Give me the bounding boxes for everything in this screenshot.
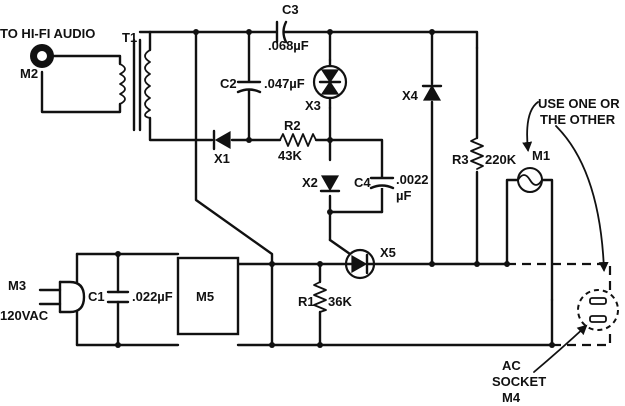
lamp-m1 — [517, 167, 543, 193]
label-t1: T1 — [122, 30, 137, 45]
label-c3: C3 — [282, 2, 299, 17]
label-r1: R1 — [298, 294, 315, 309]
resistor-r3 — [470, 137, 484, 170]
ac-socket-m4 — [577, 289, 619, 331]
label-to-hifi: TO HI-FI AUDIO — [0, 26, 95, 41]
socket-wire-bottom — [552, 330, 612, 347]
label-c4: C4 — [354, 175, 371, 190]
label-r1-value: 36K — [328, 294, 352, 309]
label-ac-line3: M4 — [502, 390, 521, 405]
label-vac: 120VAC — [0, 308, 49, 323]
label-use-one-line2: THE OTHER — [540, 112, 616, 127]
audio-jack-m2 — [30, 44, 54, 68]
socket-arrow — [533, 324, 588, 373]
diode-x4 — [421, 84, 443, 101]
transformer-t1 — [119, 38, 151, 132]
label-x1: X1 — [214, 151, 230, 166]
label-c1-value: .022µF — [132, 289, 173, 304]
capacitor-c2 — [236, 80, 262, 94]
label-m5: M5 — [196, 289, 214, 304]
label-ac-line2: SOCKET — [492, 374, 546, 389]
label-x5: X5 — [380, 245, 396, 260]
capacitor-c4 — [369, 176, 395, 190]
socket-wire-top — [507, 262, 612, 290]
diac-x3 — [312, 58, 348, 110]
label-c4-value-line2: µF — [396, 188, 411, 203]
resistor-r1 — [313, 281, 327, 313]
label-use-one-line1: USE ONE OR — [538, 96, 620, 111]
capacitor-c3 — [275, 20, 288, 44]
ac-plug-m3 — [38, 280, 86, 314]
label-c2: C2 — [220, 76, 237, 91]
label-c2-value: .047µF — [264, 76, 305, 91]
scr-x5 — [344, 248, 376, 280]
label-m1: M1 — [532, 148, 550, 163]
label-r3-value: 220K — [485, 152, 517, 167]
capacitor-c1 — [106, 290, 130, 304]
diode-x2 — [319, 175, 341, 193]
label-x3: X3 — [305, 98, 321, 113]
use-one-arrows — [522, 101, 609, 272]
module-m5 — [176, 256, 240, 336]
label-c3-value: .068µF — [268, 38, 309, 53]
junction-dots — [115, 29, 555, 348]
label-c4-value-line1: .0022 — [396, 172, 429, 187]
label-x4: X4 — [402, 88, 419, 103]
label-r2: R2 — [284, 118, 301, 133]
label-x2: X2 — [302, 175, 318, 190]
label-r3: R3 — [452, 152, 469, 167]
resistor-r2 — [279, 133, 317, 147]
label-c1: C1 — [88, 289, 105, 304]
label-m2: M2 — [20, 66, 38, 81]
wiring — [40, 30, 554, 347]
diode-x1 — [212, 129, 231, 151]
label-ac-line1: AC — [502, 358, 521, 373]
label-m3: M3 — [8, 278, 26, 293]
label-r2-value: 43K — [278, 148, 302, 163]
